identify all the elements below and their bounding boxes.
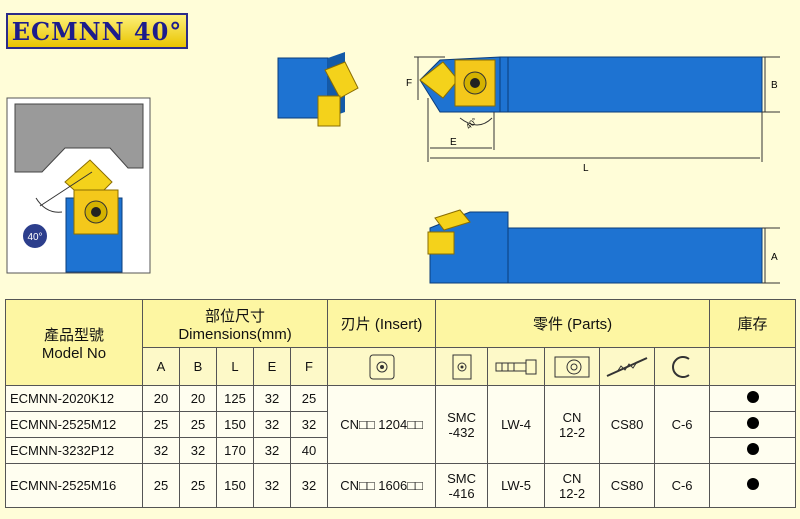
cs-value-1: CS80 (599, 385, 656, 464)
table-row: ECMNN-2525M16 25 25 150 32 32 CN□□ 1606□… (5, 463, 797, 508)
stock-dot (709, 411, 797, 438)
angle-label: 40° (464, 116, 479, 131)
c-ring-icon (654, 347, 711, 386)
perspective-view-top (277, 52, 359, 127)
insert-value-1: CN□□ 1204□□ (327, 385, 437, 464)
c-value-1: C-6 (654, 385, 711, 464)
insert-icon (327, 347, 437, 386)
side-view: A (427, 209, 780, 284)
angle-badge-text: 40° (27, 232, 42, 243)
dim-l-label: L (583, 163, 589, 174)
lw-value-2: LW-5 (487, 463, 546, 508)
dim-a-label: A (771, 252, 778, 263)
insert-header: 刃片 (Insert) (327, 299, 437, 348)
parts-header: 零件 (Parts) (435, 299, 711, 348)
insert-value-2: CN□□ 1606□□ (327, 463, 437, 508)
smc-value-2: SMC -416 (435, 463, 489, 508)
smc-value-1: SMC -432 (435, 385, 489, 464)
dim-b-label: B (771, 80, 778, 91)
top-view: F B 40° E L (406, 56, 780, 174)
spring-screw-icon (599, 347, 656, 386)
col-l: L (216, 347, 254, 386)
tool-drawing: 40° F B 40° E L (6, 52, 780, 284)
col-b: B (179, 347, 217, 386)
stock-header: 庫存 (709, 299, 797, 348)
col-f: F (289, 347, 329, 386)
shim-icon (544, 347, 601, 386)
screw-insert-icon (435, 347, 489, 386)
stock-dot (709, 463, 797, 508)
wrench-screw-icon (487, 347, 546, 386)
dim-e-label: E (450, 137, 457, 148)
stock-dot (709, 437, 797, 464)
c-value-2: C-6 (654, 463, 711, 508)
page-title: ECMNN 40° (11, 16, 183, 46)
detail-view: 40° (6, 97, 151, 274)
dim-f-label: F (406, 78, 412, 89)
lw-value-1: LW-4 (487, 385, 546, 464)
col-a: A (142, 347, 180, 386)
stock-dot (709, 385, 797, 412)
cn-value-2: CN 12-2 (544, 463, 601, 508)
title-badge: ECMNN 40° (6, 13, 188, 49)
stock-spacer (709, 347, 797, 386)
col-e: E (253, 347, 291, 386)
table-row: ECMNN-2020K12 20 20 125 32 25 CN□□ 1204□… (5, 385, 797, 464)
cn-value-1: CN 12-2 (544, 385, 601, 464)
cs-value-2: CS80 (599, 463, 656, 508)
